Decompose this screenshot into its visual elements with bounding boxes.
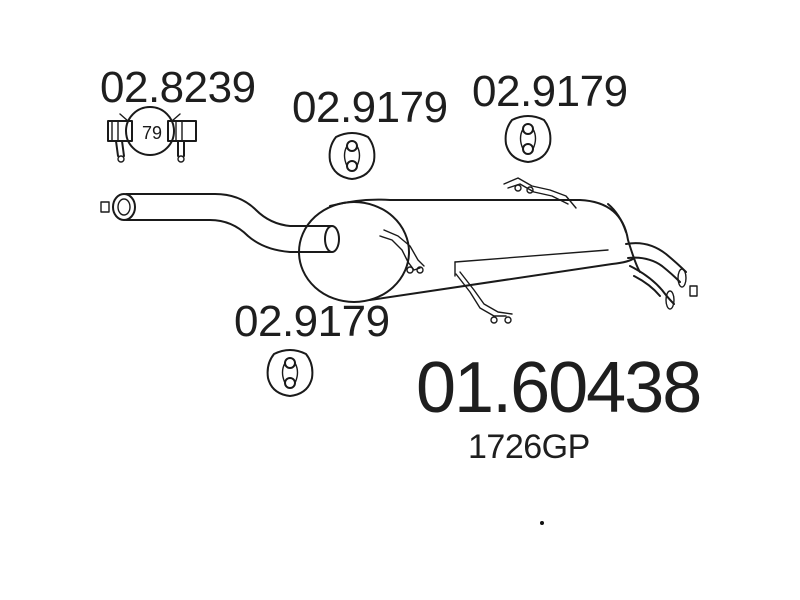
hanger-left-part-number: 02.9179 [234,297,390,346]
hanger-top-middle-part-number: 02.9179 [292,83,448,132]
inlet-marker [100,201,110,213]
clamp-diameter: 79 [142,123,162,143]
rubber-hanger-top-middle-drawing [328,132,376,180]
rubber-hanger-top-right-drawing [504,115,552,163]
outlet-marker [689,285,698,297]
muffler-hanger-brackets [379,177,577,324]
rubber-hanger-left-drawing [266,349,314,397]
hanger-top-right-part-number: 02.9179 [472,67,628,116]
muffler-part-number: 01.60438 [416,348,702,428]
stray-dot [540,521,544,525]
clamp-part-number: 02.8239 [100,63,256,112]
muffler-reference-number: 1726GP [468,428,590,466]
exhaust-pipe-drawing [112,193,340,253]
tailpipe-drawing [625,242,687,310]
exhaust-clamp-drawing: 79 [107,106,197,163]
muffler-body-drawing [298,198,641,303]
